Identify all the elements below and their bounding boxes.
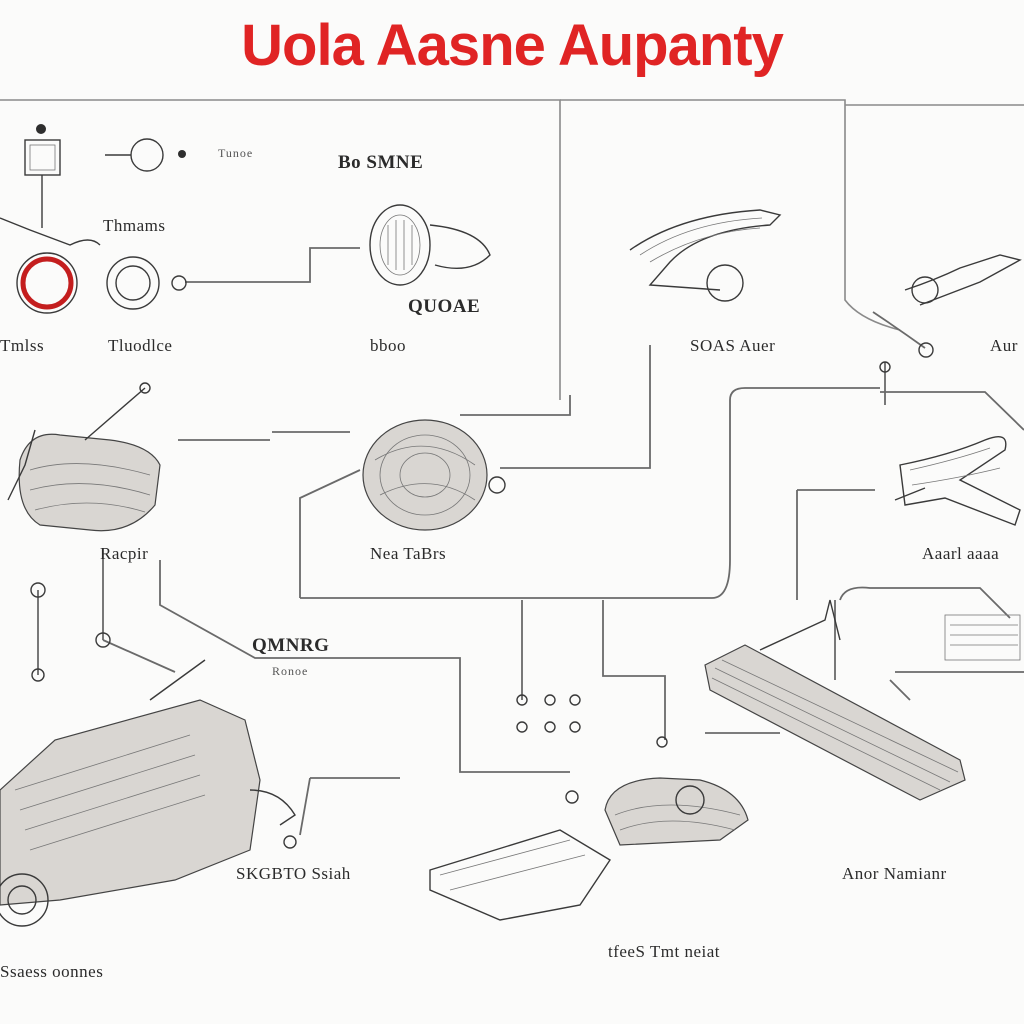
connector-wires [37, 247, 1024, 836]
diagram-title: Uola Aasne Aupanty [241, 13, 784, 78]
label-skgbto-ssiah: SKGBTO Ssiah [236, 864, 351, 883]
label-tluodlce: Tluodlce [108, 336, 173, 355]
label-soas-auer: SOAS Auer [690, 336, 776, 355]
label-tunoe: Tunoe [218, 146, 254, 160]
label-bo-smne: Bo SMNE [338, 152, 424, 173]
rails [704, 599, 1021, 801]
label-ronoe: Ronoe [272, 664, 309, 678]
frame-lines [0, 99, 1024, 400]
label-aaarl-aaaa: Aaarl aaaa [922, 544, 1000, 563]
label-ssaess-oonnes: Ssaess oonnes [0, 962, 104, 981]
bracket-assembly [629, 209, 1022, 306]
label-tfees-tmt-neiat: tfeeS Tmt neiat [608, 942, 720, 961]
vehicle-body [0, 659, 296, 927]
seat-base [429, 777, 749, 921]
connector-nodes [30, 124, 934, 849]
gauge-assembly [0, 138, 164, 314]
label-bboo: bboo [370, 336, 406, 355]
oval-cover [369, 204, 491, 286]
label-aur: Aur [990, 336, 1018, 355]
gearbox [362, 419, 506, 531]
label-qmnrg: QMNRG [252, 635, 330, 656]
label-thmams: Thmams [103, 216, 166, 235]
label-nea-tabrs: Nea TaBrs [370, 544, 447, 563]
label-quoae: QUOAE [408, 296, 481, 317]
label-anor-namianr: Anor Namianr [842, 864, 947, 883]
label-racpir: Racpir [100, 544, 149, 563]
left-motor [7, 382, 161, 532]
label-tmlss: Tmlss [0, 336, 45, 355]
seat-handle [894, 436, 1021, 526]
